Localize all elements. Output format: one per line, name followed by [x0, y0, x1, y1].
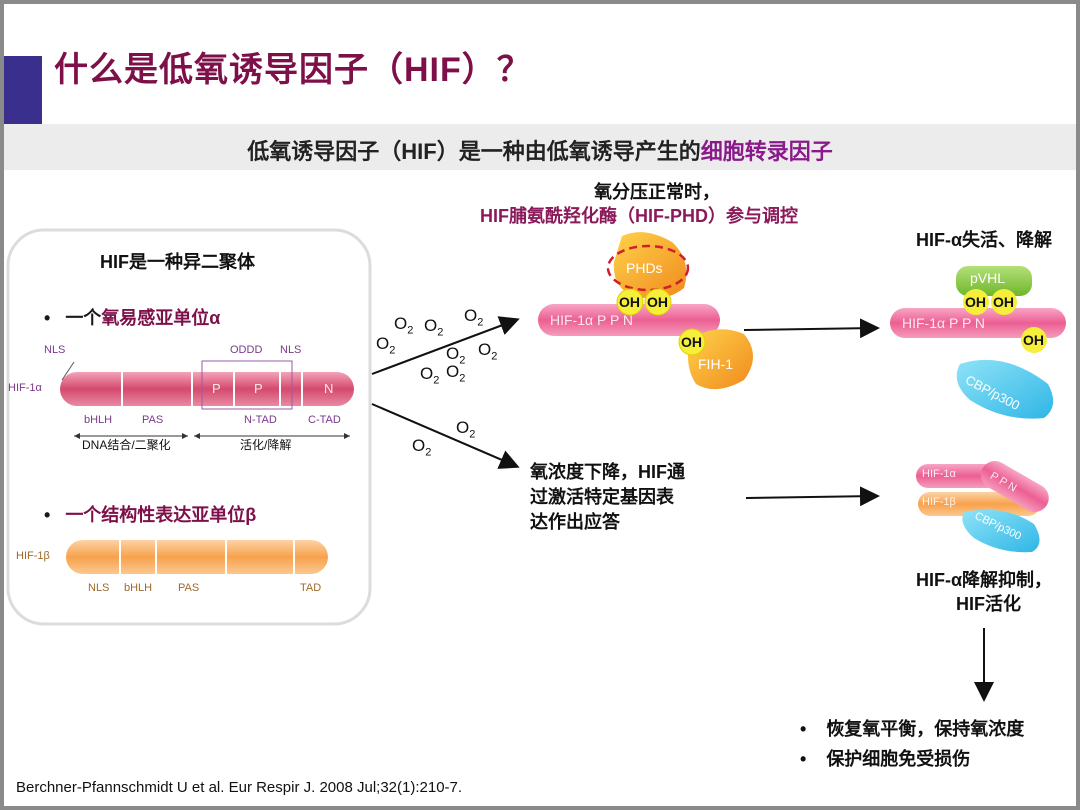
oh-label: OH [965, 294, 986, 310]
activate-title-1: HIF-α降解抑制， [916, 570, 1053, 590]
arrow-degrade [743, 318, 880, 339]
o2-label: O2 [464, 306, 484, 329]
normoxia-bar-label: HIF-1α P P N [550, 312, 634, 328]
degraded-bar-label: HIF-1α P P N [902, 315, 986, 331]
active-hif1a-label: HIF-1α [922, 468, 956, 480]
nls-label-2: NLS [280, 344, 302, 356]
degraded-complex [890, 266, 1066, 419]
hif1a-bar [60, 360, 354, 439]
normoxia-complex [538, 232, 753, 390]
diagram-graphics [6, 228, 1066, 702]
oh-label: OH [1023, 332, 1044, 348]
beta-bullet-text: 一个结构性表达亚单位β [65, 505, 257, 525]
hif1b-bhlh: bHLH [124, 582, 153, 594]
hif1a-seg-p2: P [254, 381, 263, 396]
box-title: HIF是一种异二聚体 [100, 252, 255, 272]
normoxia-caption-2: HIF脯氨酰羟化酶（HIF-PHD）参与调控 [480, 206, 798, 226]
o2-label: O2 [420, 364, 440, 387]
domain-pas: PAS [142, 414, 164, 426]
page-title: 什么是低氧诱导因子（HIF）？ [54, 51, 532, 89]
hif1b-tad: TAD [300, 582, 322, 594]
hypoxia-caption-1: 氧浓度下降，HIF通 [530, 462, 685, 482]
o2-label: O2 [394, 314, 414, 337]
hypoxia-caption-2: 过激活特定基因表 [530, 487, 674, 507]
title-accent-bar [4, 56, 42, 124]
alpha-bullet-prefix: 一个 [65, 308, 102, 328]
oh-label: OH [993, 294, 1014, 310]
domain-ntad: N-TAD [244, 414, 277, 426]
o2-label: O2 [478, 340, 498, 363]
hif-box [6, 228, 372, 626]
hif1b-bar [66, 540, 328, 574]
domain-bhlh: bHLH [84, 414, 113, 426]
arrow-activate [745, 486, 880, 507]
hif1b-label: HIF-1β [16, 550, 50, 562]
o2-label: O2 [424, 316, 444, 339]
domain-ctad: C-TAD [308, 414, 341, 426]
citation: Berchner-Pfannschmidt U et al. Eur Respi… [16, 779, 463, 796]
normoxia-caption-1: 氧分压正常时， [594, 182, 720, 202]
beta-bullet: • 一个结构性表达亚单位β [44, 505, 257, 525]
hif1a-seg-n: N [324, 381, 334, 396]
subtitle-prefix: 低氧诱导因子（HIF）是一种由低氧诱导产生的 [247, 139, 701, 164]
degrade-title: HIF-α失活、降解 [916, 230, 1053, 250]
hif1a-label: HIF-1α [8, 382, 42, 394]
outcome-item: • 恢复氧平衡，保持氧浓度 [800, 719, 1025, 739]
arrow-hypoxia [371, 403, 520, 469]
o2-label: O2 [456, 418, 476, 441]
o2-label: O2 [446, 362, 466, 385]
o2-label: O2 [446, 344, 466, 367]
fih-label: FIH-1 [698, 356, 733, 372]
nls-label-1: NLS [44, 344, 66, 356]
pvhl-label: pVHL [970, 270, 1006, 286]
active-hif1b-label: HIF-1β [922, 496, 956, 508]
oh-label: OH [681, 334, 702, 350]
outcome-item: • 保护细胞免受损伤 [800, 749, 971, 769]
slide: 什么是低氧诱导因子（HIF）？ 低氧诱导因子（HIF）是一种由低氧诱导产生的细胞… [4, 4, 1076, 806]
arrow-normoxia [371, 316, 520, 375]
hypoxia-caption-3: 达作出应答 [530, 512, 620, 532]
alpha-bullet: • 一个氧易感亚单位α [44, 308, 221, 328]
hif1b-pas: PAS [178, 582, 200, 594]
region-dna: DNA结合/二聚化 [82, 438, 171, 452]
active-complex [916, 461, 1049, 553]
region-activation: 活化/降解 [240, 438, 292, 452]
hif1a-seg-p1: P [212, 381, 221, 396]
alpha-bullet-highlight: 氧易感亚单位α [101, 308, 221, 328]
oddd-label: ODDD [230, 344, 263, 356]
subtitle-band [4, 124, 1076, 170]
phds-label: PHDs [626, 260, 663, 276]
hif1b-nls: NLS [88, 582, 110, 594]
subtitle: 低氧诱导因子（HIF）是一种由低氧诱导产生的细胞转录因子 [4, 134, 1076, 166]
activate-title-2: HIF活化 [956, 594, 1021, 614]
o2-label: O2 [412, 436, 432, 459]
oh-label: OH [619, 294, 640, 310]
o2-label: O2 [376, 334, 396, 357]
subtitle-highlight: 细胞转录因子 [700, 139, 833, 164]
oh-label: OH [647, 294, 668, 310]
